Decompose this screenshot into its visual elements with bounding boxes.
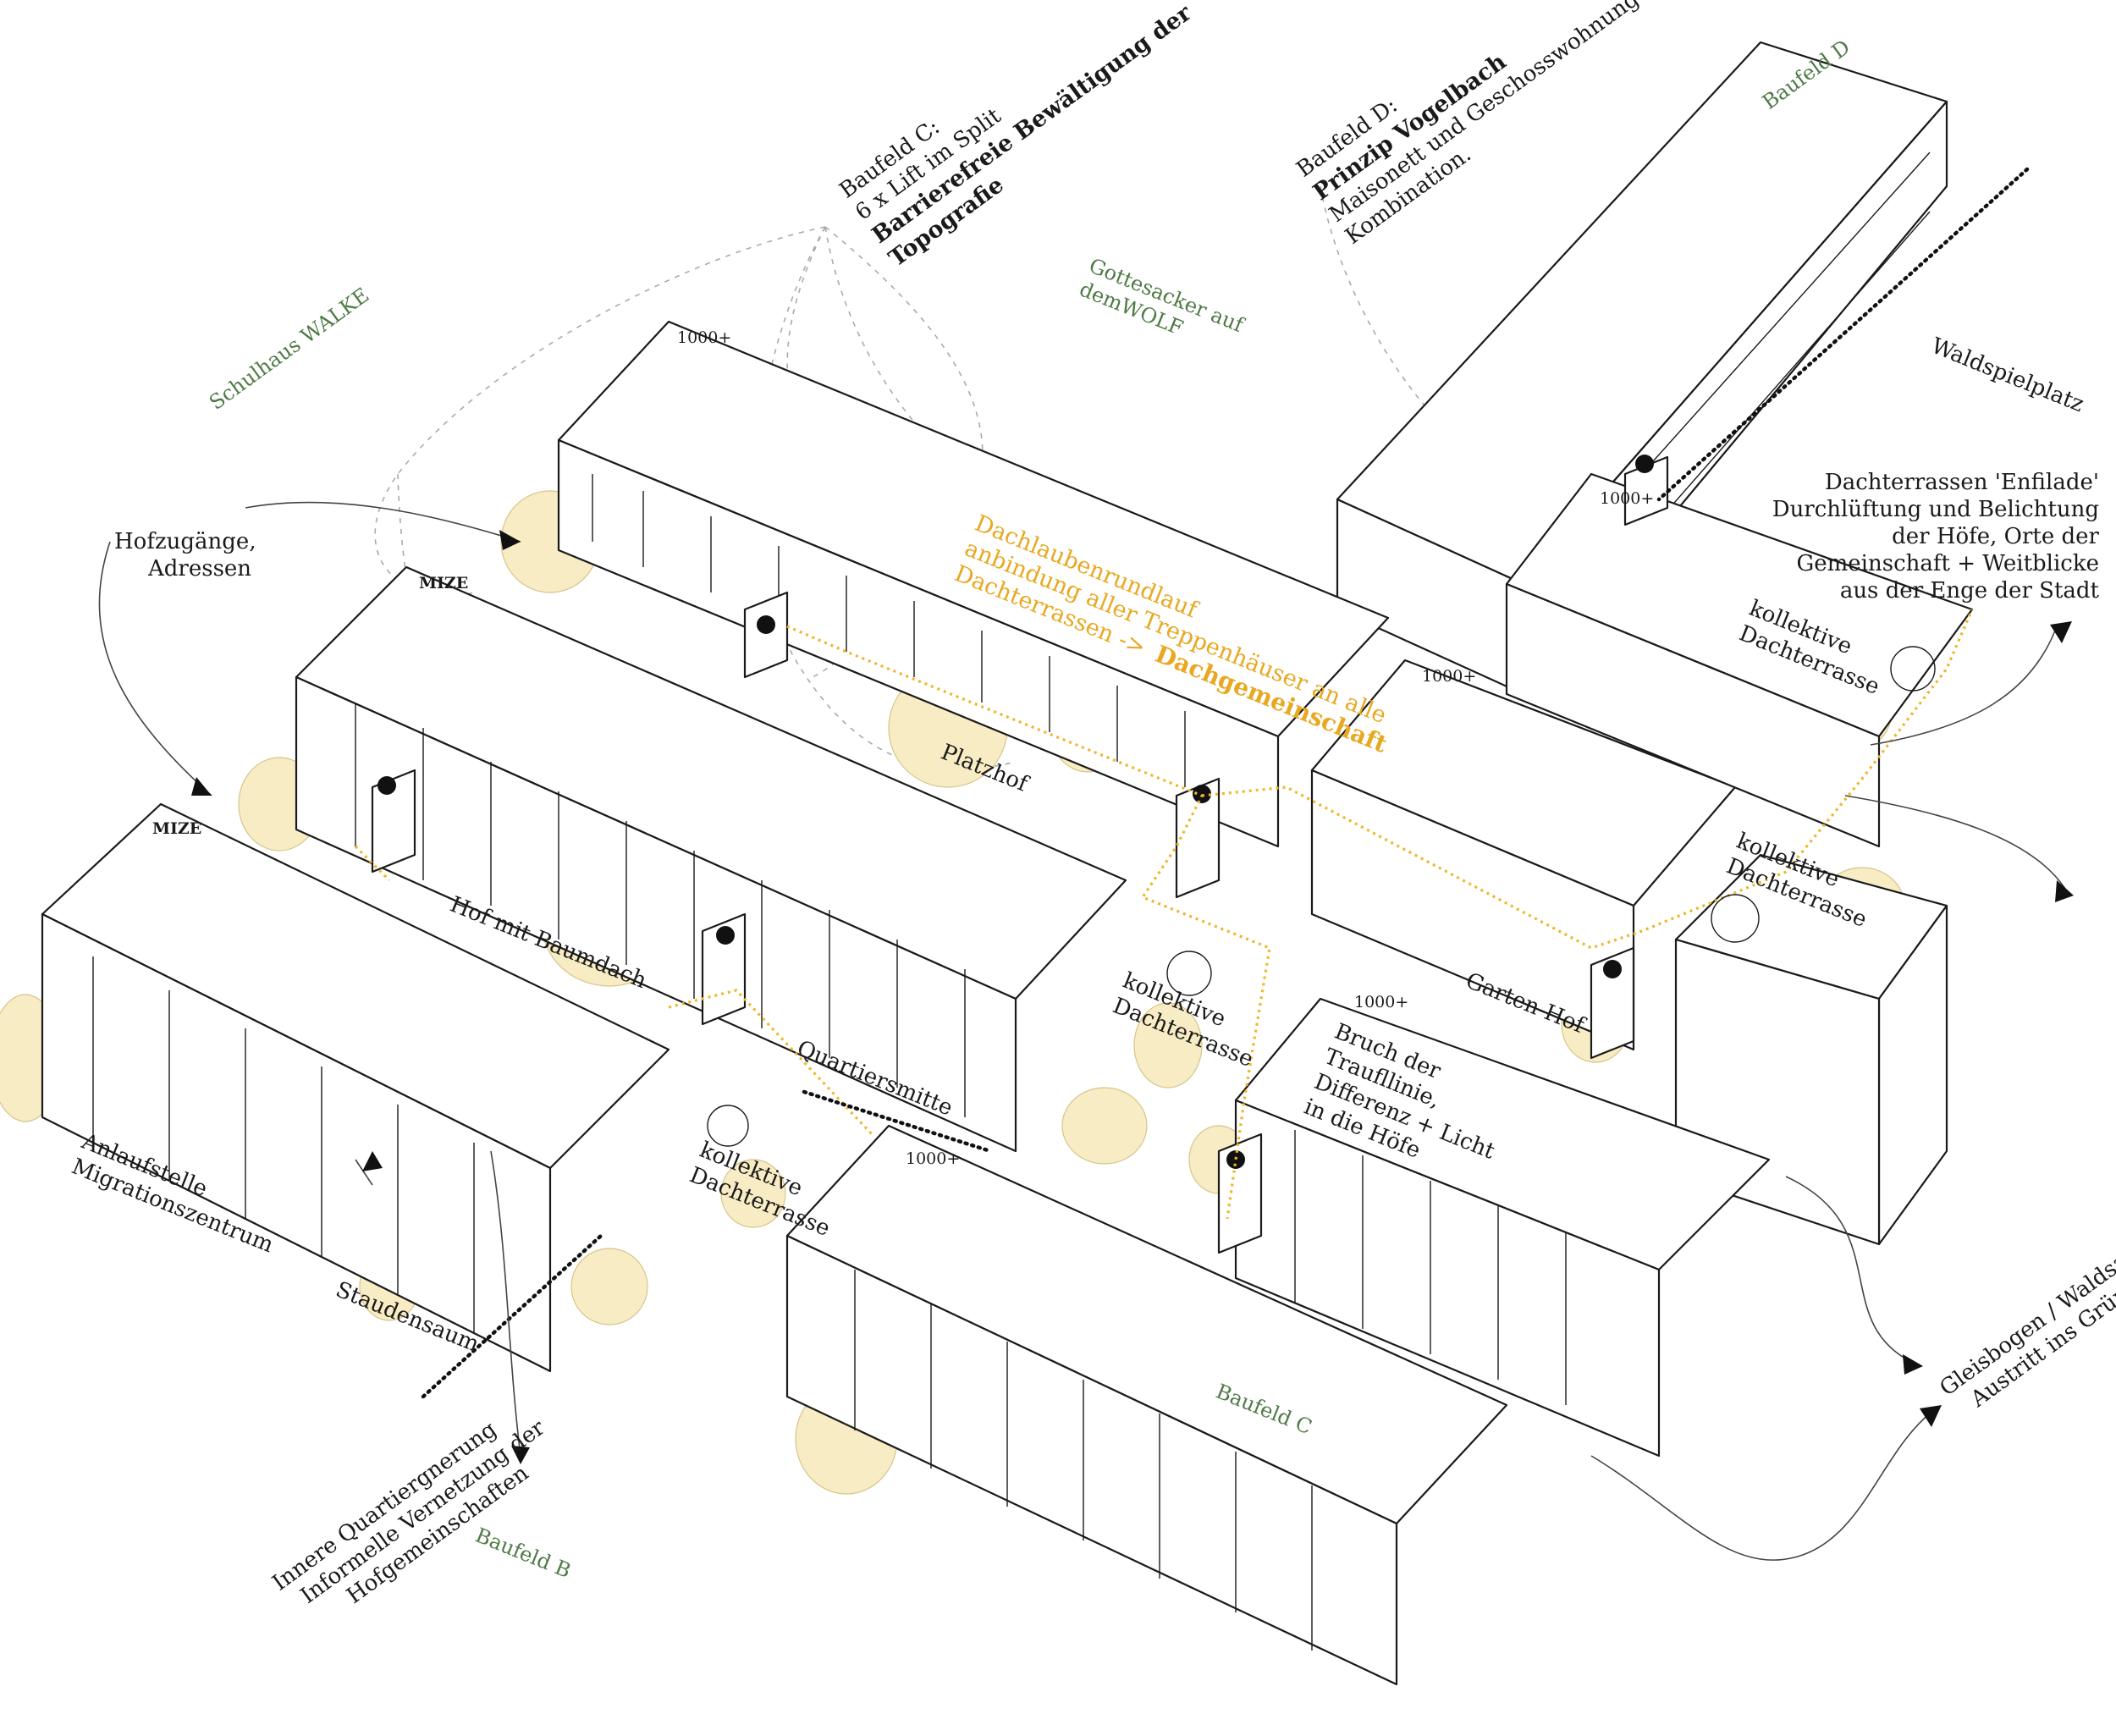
tag-1000-plus: 1000+ bbox=[1354, 993, 1408, 1011]
label-baufeld-b: Baufeld B bbox=[472, 1524, 575, 1583]
arrow-icon bbox=[511, 1446, 530, 1464]
svg-text:aus der Enge der Stadt: aus der Enge der Stadt bbox=[1840, 578, 2100, 603]
tag-mize: MIZE bbox=[152, 819, 201, 838]
svg-text:der Höfe, Orte der: der Höfe, Orte der bbox=[1892, 524, 2099, 549]
umbrella-icon bbox=[1166, 951, 1212, 996]
building-top-row-1 bbox=[557, 320, 1390, 848]
arrow-icon bbox=[1903, 1354, 1923, 1375]
label-waldspielplatz: Waldspielplatz bbox=[1927, 333, 2087, 418]
tree-icon bbox=[1133, 1002, 1203, 1088]
arrow-icon bbox=[2050, 621, 2072, 643]
building-mize-front bbox=[41, 802, 670, 1373]
arrow-icon bbox=[362, 1151, 383, 1171]
roof-umbrellas bbox=[707, 646, 1936, 1147]
umbrella-icon bbox=[1890, 646, 1936, 692]
arrow-icon bbox=[1920, 1405, 1942, 1427]
tag-1000-plus: 1000+ bbox=[677, 328, 731, 347]
tree-icon bbox=[1061, 1087, 1148, 1165]
svg-text:Durchlüftung und Belichtung: Durchlüftung und Belichtung bbox=[1772, 497, 2099, 522]
building-mize-upper bbox=[295, 565, 1127, 1153]
svg-text:Hofzugänge,: Hofzugänge, bbox=[114, 529, 256, 554]
lift-dot-icon bbox=[377, 776, 396, 795]
tree-icon bbox=[570, 1248, 648, 1325]
umbrella-icon bbox=[1711, 894, 1760, 943]
svg-text:Gemeinschaft + Weitblicke: Gemeinschaft + Weitblicke bbox=[1796, 551, 2099, 576]
label-gottesacker: Gottesacker auf demWOLF bbox=[1077, 254, 1248, 340]
svg-text:Informelle Vernetzung der: Informelle Vernetzung der bbox=[296, 1415, 550, 1609]
building-right-front bbox=[1234, 997, 1771, 1458]
lift-dot-icon bbox=[757, 615, 775, 634]
roof-route-line bbox=[354, 609, 1974, 1220]
arrow-icon bbox=[191, 777, 212, 796]
label-schulhaus: Schulhaus WALKE bbox=[205, 283, 373, 414]
lift-dot-icon bbox=[716, 926, 735, 945]
tag-1000-plus: 1000+ bbox=[1600, 489, 1654, 508]
svg-text:Adressen: Adressen bbox=[147, 556, 251, 581]
tree-icon bbox=[720, 1159, 786, 1228]
label-innere-quartiergnerung: Innere Quartiergnerung Informelle Vernet… bbox=[267, 1415, 550, 1609]
label-baufeld-c-lift: Baufeld C: 6 x Lift im Split Barrierefre… bbox=[835, 0, 1196, 273]
tag-1000-plus: 1000+ bbox=[1422, 667, 1476, 686]
label-enfilade: Dachterrassen 'Enfilade' Durchlüftung un… bbox=[1772, 470, 2100, 603]
arrow-icon bbox=[499, 530, 521, 550]
flow-arrows bbox=[98, 501, 2074, 1561]
label-hofzugaenge: Hofzugänge, Adressen bbox=[114, 529, 256, 581]
tag-mize: MIZE bbox=[419, 574, 468, 592]
stair-towers bbox=[371, 455, 1669, 1254]
lift-dot-icon bbox=[1603, 960, 1622, 978]
svg-text:Dachterrassen 'Enfilade': Dachterrassen 'Enfilade' bbox=[1825, 470, 2099, 495]
arrow-icon bbox=[2055, 880, 2074, 902]
tag-1000-plus: 1000+ bbox=[906, 1149, 960, 1168]
label-gleisbogen: Gleisbogen / Waldsaum Austritt ins Grüne bbox=[1935, 1228, 2116, 1414]
building-right-top bbox=[1505, 472, 1974, 848]
dotted-paths bbox=[421, 167, 2030, 1399]
lift-markers bbox=[377, 455, 1654, 1169]
building-baufeld-c-front bbox=[785, 1124, 1508, 1686]
lift-dot-icon bbox=[1635, 455, 1654, 473]
umbrella-icon bbox=[707, 1105, 749, 1147]
lift-dot-icon bbox=[1193, 785, 1211, 803]
lift-dot-icon bbox=[1226, 1150, 1245, 1169]
